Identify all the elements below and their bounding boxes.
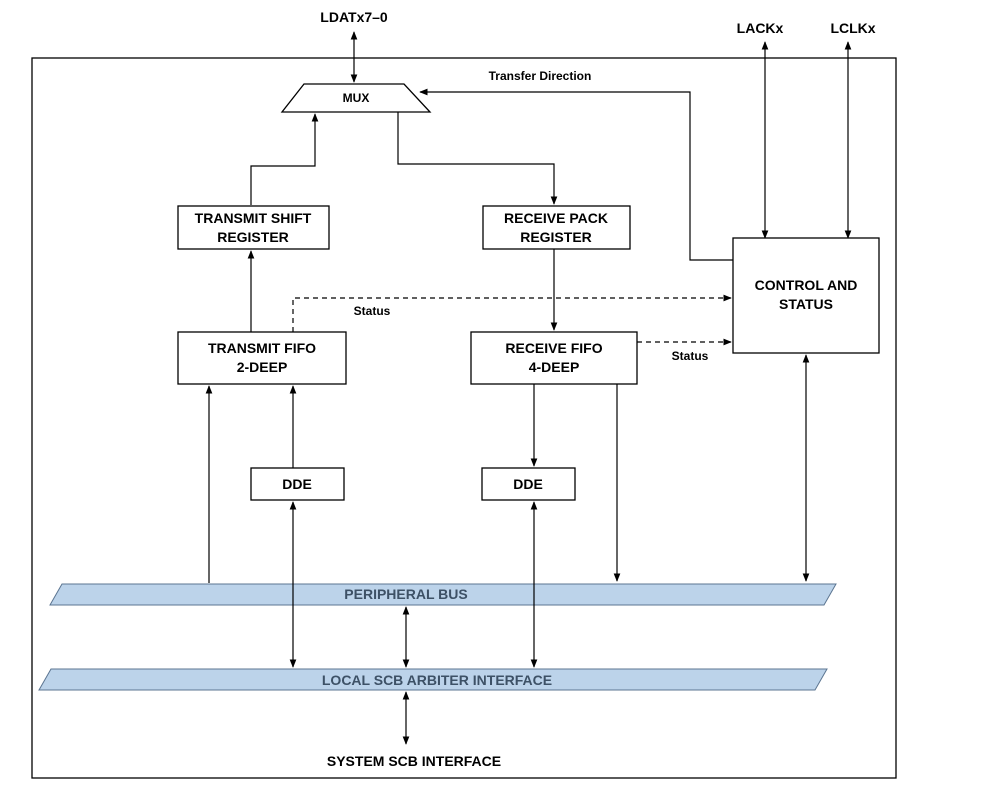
tx-status-label: Status [354,304,391,318]
receive-fifo [470,331,638,385]
transmit-shift-line1: TRANSMIT SHIFT [195,210,312,226]
transfer-direction-label: Transfer Direction [489,69,592,83]
control-status-line2: STATUS [779,296,833,312]
local-scb-arbiter-bus [38,668,828,691]
transmit-fifo-line1: TRANSMIT FIFO [208,340,316,356]
outer-frame [31,57,897,779]
control-and-status-block [732,237,880,354]
dde-receive-label: DDE [513,476,543,492]
transfer-direction-arrow [419,88,733,261]
rx-status-label: Status [672,349,709,363]
tx-shift-to-mux-arrow [250,113,319,205]
transmit-fifo [177,331,347,385]
receive-pack-line2: REGISTER [520,229,592,245]
lclk-label: LCLKx [830,20,875,36]
receive-pack-line1: RECEIVE PACK [504,210,608,226]
mux-label: MUX [343,91,370,105]
dde-receive [481,467,576,501]
lack-label: LACKx [737,20,784,36]
mux-to-rx-pack-arrow [397,112,558,205]
local-scb-label: LOCAL SCB ARBITER INTERFACE [322,672,552,688]
peripheral-bus-label: PERIPHERAL BUS [344,586,467,602]
receive-fifo-line1: RECEIVE FIFO [505,340,602,356]
mux-block [280,83,432,113]
ldat-label: LDATx7–0 [320,9,388,25]
system-scb-label: SYSTEM SCB INTERFACE [327,753,501,769]
transmit-fifo-line2: 2-DEEP [237,359,288,375]
dde-transmit [250,467,345,501]
transmit-shift-line2: REGISTER [217,229,289,245]
tx-status-arrow [292,294,732,332]
peripheral-bus [49,583,837,606]
receive-pack-register [482,205,631,250]
transmit-shift-register [177,205,330,250]
receive-fifo-line2: 4-DEEP [529,359,580,375]
dde-transmit-label: DDE [282,476,312,492]
control-status-line1: CONTROL AND [755,277,858,293]
